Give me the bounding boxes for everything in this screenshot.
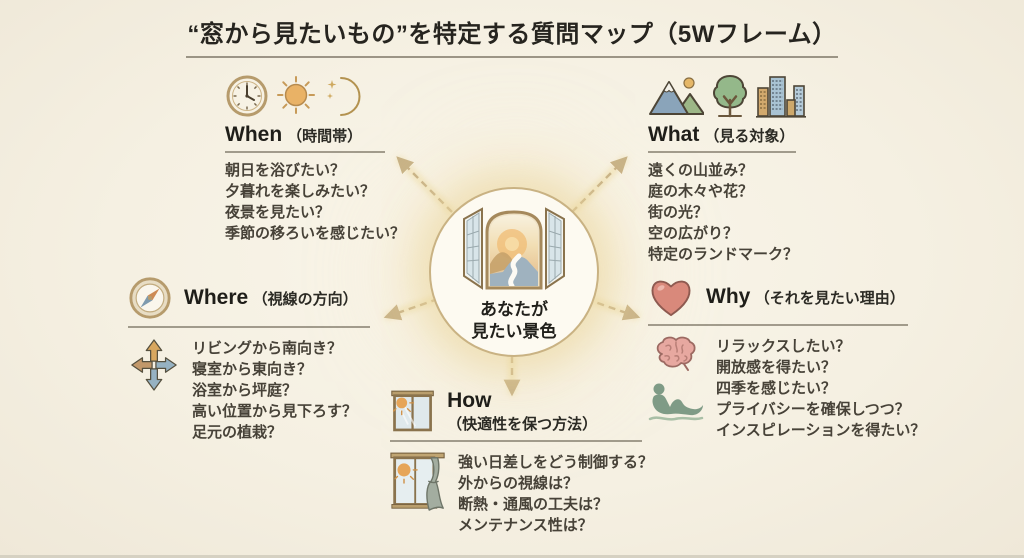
where-icon-column [128,336,180,394]
question-item: 断熱・通風の工夫は？ [458,496,609,513]
when-sublabel: （時間帯） [287,128,363,145]
when-label: When [225,123,283,146]
center-label-line2: 見たい景色 [471,321,557,341]
how-content: 強い日差しをどう制御する？ 外からの視線は？ 断熱・通風の工夫は？ メンテナンス… [390,450,653,536]
when-icon-row [225,74,405,118]
question-item: 夕暮れを楽しみたい？ [225,183,376,200]
center-label-line1: あなたが [480,299,548,319]
question-item: リビングから南向き？ [192,340,343,357]
section-how: How （快適性を保つ方法） 強い日差しをどう制御する？ 外からの視線は？ [390,388,653,536]
question-item: 空の広がり？ [648,225,739,242]
section-what: What （見る対象） 遠くの山並み？ 庭の木々や花？ 街の光？ 空の広がり？ … [648,74,806,265]
question-item: 足元の植栽？ [192,424,283,441]
why-content: リラックスしたい？ 開放感を得たい？ 四季を感じたい？ プライバシーを確保しつつ… [648,334,925,441]
compass-icon [129,277,171,319]
question-item: 開放感を得たい？ [716,359,837,376]
center-label: あなたが 見たい景色 [472,299,557,343]
question-item: メンテナンス性は？ [458,517,593,534]
clock-icon [226,75,268,117]
question-item: 季節の移ろいを感じたい？ [225,225,406,242]
arrow-to-what [571,156,628,213]
question-item: 朝日を浴びたい？ [225,162,346,179]
arrow-to-where [383,297,439,321]
question-item: プライバシーを確保しつつ？ [716,401,910,418]
question-item: インスピレーションを得たい？ [716,422,926,439]
title-underline [186,56,838,58]
what-icon-row [648,74,806,118]
why-heading: Why （それを見たい理由） [648,276,908,326]
center-node: あなたが 見たい景色 [429,187,599,357]
what-label: What [648,123,700,146]
city-buildings-icon [756,76,806,118]
arrow-to-why [585,297,641,321]
question-item: 街の光？ [648,204,709,221]
why-icon-column [648,334,704,422]
when-heading: When （時間帯） [225,123,385,153]
how-icon-column [390,450,446,516]
when-question-list: 朝日を浴びたい？ 夕暮れを楽しみたい？ 夜景を見たい？ 季節の移ろいを感じたい？ [225,160,405,244]
mountains-icon [649,77,704,115]
question-item: 庭の木々や花？ [648,183,754,200]
where-content: リビングから南向き？ 寝室から東向き？ 浴室から坪庭？ 高い位置から見下ろす？ … [128,336,370,443]
page-header: “窓から見たいもの”を特定する質問マップ（5Wフレーム） [0,14,1024,58]
where-heading: Where （視線の方向） [128,276,370,328]
relaxing-person-icon [648,383,704,421]
what-question-list: 遠くの山並み？ 庭の木々や花？ 街の光？ 空の広がり？ 特定のランドマーク？ [648,160,806,265]
brain-icon [656,336,696,371]
question-item: 浴室から坪庭？ [192,382,298,399]
question-item: 夜景を見たい？ [225,204,331,221]
window-curtain-icon [390,452,445,511]
page-title: “窓から見たいもの”を特定する質問マップ（5Wフレーム） [187,21,837,48]
why-label: Why [706,285,751,308]
why-sublabel: （それを見たい理由） [754,290,905,307]
section-where: Where （視線の方向） リビングから南向き？ 寝室から東向き？ 浴室から坪庭… [128,276,370,443]
open-window-scenery-icon [463,206,565,290]
question-item: 高い位置から見下ろす？ [192,403,358,420]
how-heading: How （快適性を保つ方法） [390,388,642,442]
moon-icon [327,77,361,116]
where-question-list: リビングから南向き？ 寝室から東向き？ 浴室から坪庭？ 高い位置から見下ろす？ … [192,338,357,443]
question-item: 四季を感じたい？ [716,380,837,397]
section-when: When （時間帯） 朝日を浴びたい？ 夕暮れを楽しみたい？ 夜景を見たい？ 季… [225,74,405,244]
how-sublabel: （快適性を保つ方法） [447,415,598,433]
direction-arrows-icon [131,339,177,391]
sun-icon [277,76,315,114]
where-label: Where [184,286,249,309]
section-why: Why （それを見たい理由） リラックスしたい？ 開放感を得たい？ 四季を感じた… [648,276,925,441]
how-label: How [447,388,492,412]
question-item: 外からの視線は？ [458,475,579,492]
question-item: 寝室から東向き？ [192,361,313,378]
what-heading: What （見る対象） [648,123,796,153]
how-question-list: 強い日差しをどう制御する？ 外からの視線は？ 断熱・通風の工夫は？ メンテナンス… [458,452,653,536]
where-sublabel: （視線の方向） [252,291,358,308]
question-item: 強い日差しをどう制御する？ [458,454,654,471]
what-sublabel: （見る対象） [704,128,795,145]
why-question-list: リラックスしたい？ 開放感を得たい？ 四季を感じたい？ プライバシーを確保しつつ… [716,336,925,441]
tree-icon [713,74,747,118]
heart-icon [651,280,691,317]
window-sunlight-icon [391,390,434,432]
question-item: 遠くの山並み？ [648,162,754,179]
arrow-to-when [396,156,453,213]
question-item: リラックスしたい？ [716,338,851,355]
question-item: 特定のランドマーク？ [648,246,799,263]
